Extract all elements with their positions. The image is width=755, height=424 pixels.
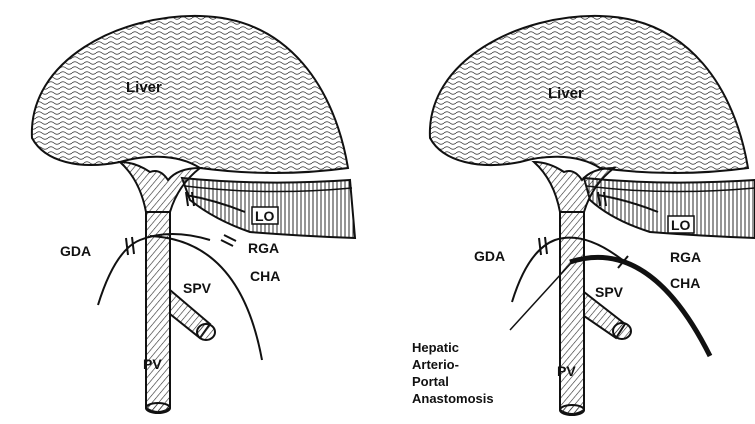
right-liver-label: Liver: [548, 85, 584, 102]
right-lo-label: LO: [671, 217, 691, 233]
annotation-line-1: Hepatic: [412, 340, 459, 355]
liver-shape: [430, 16, 748, 173]
left-rga-label: RGA: [248, 240, 279, 256]
left-pv-label: PV: [143, 356, 162, 372]
left-spv-label: SPV: [183, 280, 212, 296]
annotation-line-2: Arterio-: [412, 357, 459, 372]
annotation-line-3: Portal: [412, 374, 449, 389]
right-pv-label: PV: [557, 363, 576, 379]
left-cha-label: CHA: [250, 268, 280, 284]
right-cha-label: CHA: [670, 275, 700, 291]
right-spv-label: SPV: [595, 284, 624, 300]
portal-vein-shape: [560, 212, 584, 414]
liver-shape: [32, 16, 348, 173]
right-panel: Liver LO GDA RGA CHA SPV PV Hepatic Arte…: [412, 16, 755, 415]
left-panel: Liver LO GDA RGA CHA SPV PV: [32, 16, 355, 413]
portal-vein-shape: [146, 212, 170, 412]
right-rga-label: RGA: [670, 249, 701, 265]
left-liver-label: Liver: [126, 79, 162, 96]
anastomosis-annotation: Hepatic Arterio- Portal Anastomosis: [412, 340, 494, 406]
left-lo-label: LO: [255, 208, 275, 224]
left-gda-label: GDA: [60, 243, 91, 259]
right-gda-label: GDA: [474, 248, 505, 264]
annotation-line-4: Anastomosis: [412, 391, 494, 406]
